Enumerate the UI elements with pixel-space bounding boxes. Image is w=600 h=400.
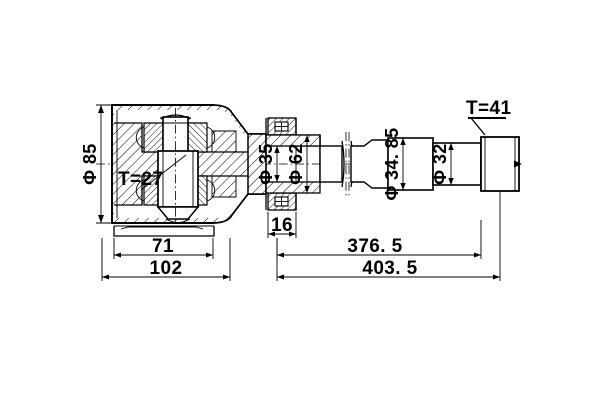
dim-label-t-41: T=41 <box>466 98 511 119</box>
dim-label-376-5: 376. 5 <box>347 236 402 257</box>
dim-label-phi-62: Φ 62 <box>286 143 306 184</box>
dim-label-t-27: T=27 <box>118 169 163 190</box>
dim-label-403-5: 403. 5 <box>362 258 417 279</box>
dimension-phi-62: Φ 62 <box>286 135 310 193</box>
dimension-403-5: 403. 5 <box>276 192 501 281</box>
dim-label-phi-85: Φ 85 <box>80 143 100 184</box>
dimension-phi-85: Φ 85 <box>80 104 114 224</box>
label-t-41: T=41 <box>466 98 511 136</box>
dimension-phi-35: Φ 35 <box>256 143 280 185</box>
dim-label-phi-35: Φ 35 <box>256 143 276 184</box>
dim-label-phi-34-85: Φ 34. 85 <box>382 127 402 200</box>
dimension-376-5: 376. 5 <box>276 220 482 259</box>
tripod-spider-assembly <box>135 108 216 224</box>
label-t-27: T=27 <box>118 169 163 190</box>
dimension-102: 102 <box>101 238 231 281</box>
dim-label-102: 102 <box>150 258 183 279</box>
dimension-phi-32: Φ 32 <box>430 143 454 185</box>
dimension-phi-34-85: Φ 34. 85 <box>382 127 406 201</box>
dim-label-phi-32: Φ 32 <box>430 143 450 184</box>
drive-shaft <box>319 132 522 196</box>
dim-label-16: 16 <box>271 215 293 236</box>
dimension-71: 71 <box>113 236 214 259</box>
dim-label-71: 71 <box>152 236 174 257</box>
dimension-16: 16 <box>267 212 297 238</box>
